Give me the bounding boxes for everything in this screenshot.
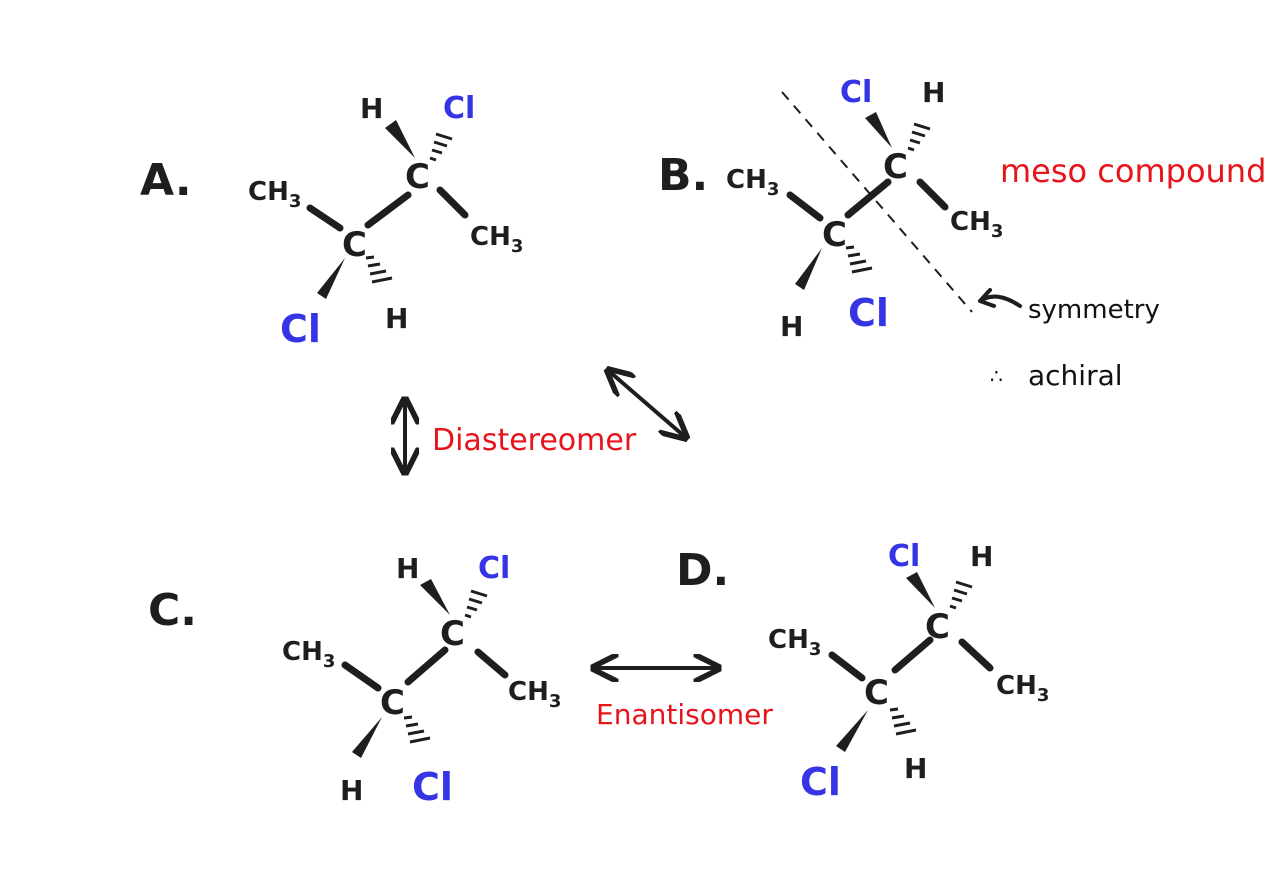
- molecule-d-upper-carbon: C: [925, 607, 950, 647]
- molecule-b-cc-bond: [844, 178, 892, 219]
- molecule-d-top-left-atom: Cl: [888, 539, 920, 574]
- achiral-annotation: achiral: [1028, 359, 1123, 392]
- molecule-a-label: A.: [140, 155, 192, 206]
- molecule-c-top-left-atom: H: [396, 552, 419, 585]
- molecule-b-bottom-left-atom: H: [780, 310, 803, 343]
- molecule-c-bottom-left-atom: H: [340, 774, 363, 807]
- molecule-c-label: C.: [148, 585, 197, 636]
- molecule-a-hash-bottom: [365, 255, 393, 284]
- molecule-c-cc-bond: [404, 646, 449, 686]
- molecule-c-left-methyl: CH3: [282, 637, 335, 672]
- molecule-d-right-methyl: CH3: [996, 671, 1049, 706]
- molecule-a-left-methyl: CH3: [248, 177, 301, 212]
- molecule-b-left-methyl: CH3: [726, 165, 779, 200]
- molecule-c-methyl-left-bond: [341, 661, 382, 692]
- molecule-a: A. C C H Cl CH3 CH3 Cl H: [140, 91, 523, 351]
- molecule-a-methyl-right-bond: [436, 186, 469, 219]
- molecule-d-hash-bottom: [889, 707, 917, 736]
- molecule-a-upper-carbon: C: [405, 157, 430, 197]
- molecule-b-bottom-right-atom: Cl: [848, 291, 889, 335]
- molecule-d-left-methyl: CH3: [768, 625, 821, 660]
- molecule-d-methyl-left-bond: [828, 651, 866, 682]
- molecule-c-upper-carbon: C: [440, 614, 465, 654]
- molecule-b-top-right-atom: H: [922, 76, 945, 109]
- molecule-b-wedge-top: [865, 112, 892, 148]
- molecule-c-bottom-right-atom: Cl: [412, 765, 453, 809]
- molecule-c-hash-top: [464, 589, 488, 619]
- molecule-c: C. C C H Cl CH3 CH3 H Cl: [148, 551, 561, 809]
- diastereomer-diagonal-arrow: [610, 372, 684, 436]
- molecule-a-cc-bond: [364, 191, 412, 229]
- symmetry-plane-line: [781, 91, 973, 313]
- molecule-a-wedge-top: [385, 120, 415, 158]
- molecule-a-top-right-atom: Cl: [443, 91, 475, 126]
- molecule-d-hash-top: [949, 580, 973, 610]
- molecule-a-right-methyl: CH3: [470, 222, 523, 257]
- molecule-c-methyl-right-bond: [474, 648, 509, 679]
- therefore-symbol: ∴: [990, 364, 1003, 388]
- molecule-d-wedge-top: [906, 572, 935, 608]
- molecule-c-hash-bottom: [403, 715, 431, 744]
- molecule-b-lower-carbon: C: [822, 215, 847, 255]
- molecule-b-methyl-right-bond: [916, 178, 949, 211]
- molecule-a-bottom-left-atom: Cl: [280, 307, 321, 351]
- molecule-b-hash-top: [907, 122, 931, 152]
- molecule-a-wedge-bottom: [317, 258, 345, 299]
- diastereomer-annotation: Diastereomer: [432, 423, 637, 458]
- meso-compound-annotation: meso compound: [1000, 152, 1266, 190]
- molecule-c-lower-carbon: C: [380, 683, 405, 723]
- molecule-d-bottom-left-atom: Cl: [800, 760, 841, 804]
- molecule-c-top-right-atom: Cl: [478, 551, 510, 586]
- enantiomer-annotation: Enantisomer: [596, 698, 773, 731]
- molecule-b: B. C C Cl H CH3 CH3 H Cl: [658, 75, 1003, 343]
- molecule-b-top-left-atom: Cl: [840, 75, 872, 110]
- molecule-a-top-left-atom: H: [360, 92, 383, 125]
- molecule-a-bottom-right-atom: H: [385, 302, 408, 335]
- molecule-b-hash-bottom: [845, 245, 873, 274]
- molecule-d: D. C C Cl H CH3 CH3 Cl H: [676, 539, 1049, 804]
- molecule-b-wedge-bottom: [795, 248, 822, 290]
- molecule-b-upper-carbon: C: [883, 147, 908, 187]
- molecule-d-wedge-bottom: [836, 710, 868, 752]
- molecule-d-top-right-atom: H: [970, 540, 993, 573]
- molecule-a-hash-top: [429, 132, 453, 162]
- molecule-d-label: D.: [676, 545, 729, 596]
- molecule-c-wedge-top: [420, 579, 450, 615]
- molecule-d-cc-bond: [891, 636, 934, 674]
- molecule-c-right-methyl: CH3: [508, 677, 561, 712]
- molecule-d-methyl-right-bond: [958, 638, 994, 672]
- molecule-a-methyl-left-bond: [306, 204, 344, 232]
- molecule-d-bottom-right-atom: H: [904, 752, 927, 785]
- molecule-b-right-methyl: CH3: [950, 207, 1003, 242]
- molecule-b-label: B.: [658, 150, 708, 201]
- molecule-d-lower-carbon: C: [864, 673, 889, 713]
- symmetry-pointer-arrowhead: [978, 288, 996, 308]
- symmetry-annotation: symmetry: [1028, 295, 1160, 325]
- molecule-c-wedge-bottom: [352, 717, 382, 758]
- molecule-b-methyl-left-bond: [786, 191, 824, 222]
- molecule-a-lower-carbon: C: [342, 225, 367, 265]
